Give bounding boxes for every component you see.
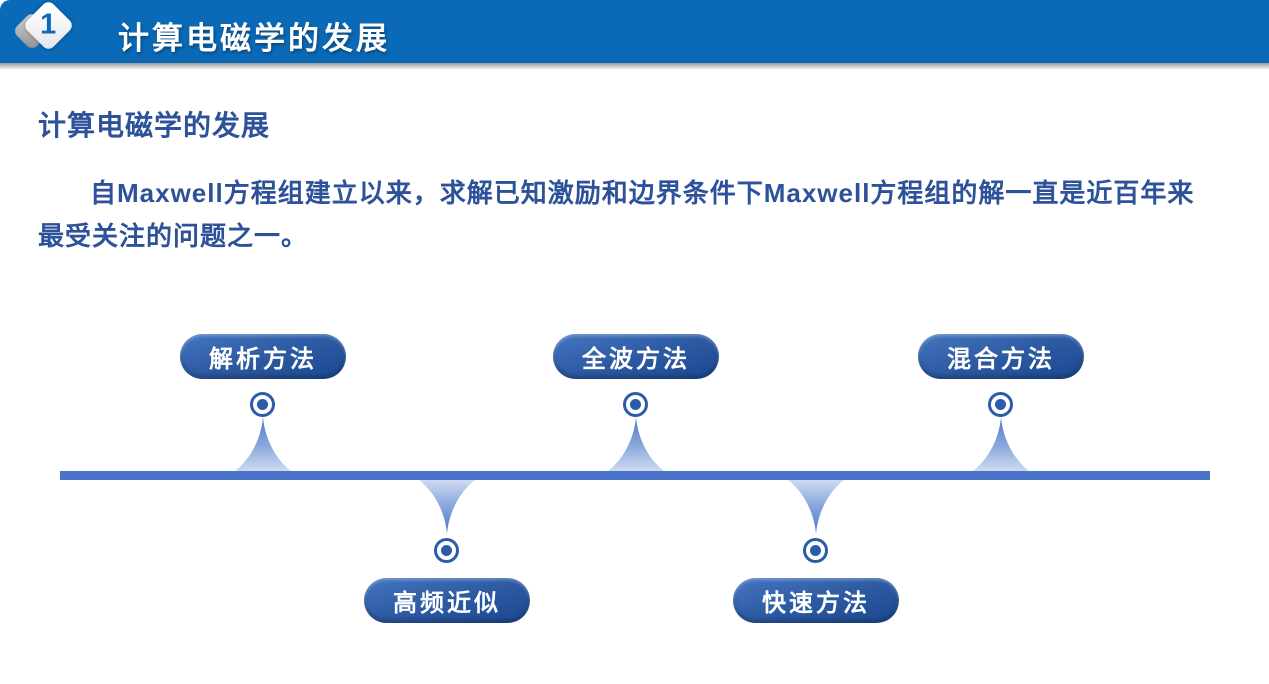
timeline-bar xyxy=(60,471,1210,480)
marker-dot xyxy=(995,399,1006,410)
section-number: 1 xyxy=(40,8,57,41)
section-number-badge: 1 xyxy=(10,0,75,63)
spike-connector xyxy=(788,480,844,534)
paragraph-line: 最受关注的问题之一。 xyxy=(38,221,309,251)
spike-connector xyxy=(419,480,475,534)
header-title: 计算电磁学的发展 xyxy=(118,21,390,56)
spike-connector xyxy=(608,417,664,471)
marker-dot xyxy=(630,399,641,410)
spike-connector xyxy=(973,417,1029,471)
marker-dot xyxy=(441,545,452,556)
section-heading: 计算电磁学的发展 xyxy=(38,110,271,141)
marker-dot xyxy=(810,545,821,556)
marker-dot xyxy=(257,399,268,410)
spike-connector xyxy=(235,417,291,471)
timeline-marker-icon xyxy=(623,392,648,417)
timeline-marker-icon xyxy=(988,392,1013,417)
header-bar xyxy=(0,0,1269,63)
timeline-marker-icon xyxy=(250,392,275,417)
method-pill: 全波方法 xyxy=(553,334,719,379)
header-shadow xyxy=(0,63,1269,70)
timeline-marker-icon xyxy=(434,538,459,563)
method-pill: 混合方法 xyxy=(918,334,1084,379)
method-pill: 快速方法 xyxy=(733,578,899,623)
intro-paragraph: 自Maxwell方程组建立以来，求解已知激励和边界条件下Maxwell方程组的解… xyxy=(38,172,1258,258)
method-pill: 高频近似 xyxy=(364,578,530,623)
timeline-marker-icon xyxy=(803,538,828,563)
paragraph-line: 自Maxwell方程组建立以来，求解已知激励和边界条件下Maxwell方程组的解… xyxy=(90,178,1195,208)
method-pill: 解析方法 xyxy=(180,334,346,379)
